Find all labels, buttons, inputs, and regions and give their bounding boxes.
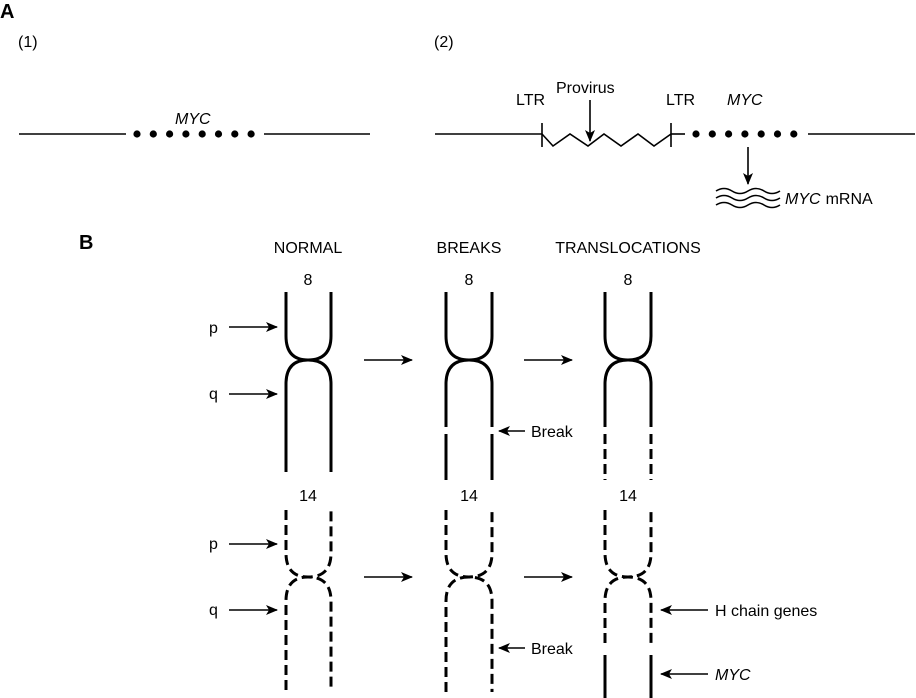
chr14-break-label: Break (531, 641, 574, 658)
chr8-number-translocations: 8 (624, 272, 633, 289)
chr14-p-label: p (209, 536, 218, 553)
panel-a-part-2: (2) LTR Provirus LTR MYC MYC mRNA (434, 34, 915, 209)
myc-gene-dots (133, 130, 255, 138)
chromosome-8-translocated (603, 292, 653, 480)
gene-dot (708, 130, 716, 138)
chr8-p-label: p (209, 320, 218, 337)
panel-a-label: A (0, 1, 14, 23)
chromosome-14-normal (284, 510, 333, 690)
gene-dot (214, 130, 223, 138)
chr14-number-translocations: 14 (619, 488, 637, 505)
part-2-label: (2) (434, 34, 454, 51)
myc-gene-dots (692, 130, 798, 138)
chr8-number-normal: 8 (304, 272, 313, 289)
ltr-left-label: LTR (516, 92, 545, 109)
chromosome-14-breaks (444, 510, 494, 692)
mrna-label: MYC mRNA (785, 191, 873, 208)
gene-dot (231, 130, 239, 138)
gene-dot (182, 130, 190, 138)
chr14-number-normal: 14 (299, 488, 317, 505)
mrna-gene: MYC (785, 191, 821, 208)
chr14-number-breaks: 14 (460, 488, 478, 505)
h-chain-genes-label: H chain genes (715, 603, 817, 620)
gene-dot (149, 130, 157, 138)
column-breaks-heading: BREAKS (437, 240, 502, 257)
gene-dot (247, 130, 255, 138)
column-translocations-heading: TRANSLOCATIONS (555, 240, 701, 257)
chr14-q-label: q (209, 602, 218, 619)
gene-dot (725, 130, 733, 138)
gene-dot (757, 130, 765, 138)
part-1-label: (1) (18, 34, 38, 51)
gene-dot (790, 130, 798, 138)
panel-a-part-1: (1) MYC (18, 34, 370, 138)
gene-dot (133, 130, 141, 138)
myc-translocated-label: MYC (715, 667, 751, 684)
provirus-label: Provirus (556, 80, 615, 97)
chromosome-8-breaks (444, 292, 494, 480)
gene-dot (166, 130, 174, 138)
provirus-zigzag (541, 133, 672, 148)
panel-b-label: B (79, 232, 93, 254)
column-normal-heading: NORMAL (274, 240, 343, 257)
mrna-waves-icon (715, 187, 781, 209)
part-2-myc-label: MYC (727, 92, 763, 109)
gene-dot (741, 130, 749, 138)
chromosome-14-translocated (603, 510, 653, 698)
gene-dot (692, 130, 700, 138)
chr8-number-breaks: 8 (465, 272, 474, 289)
gene-dot (773, 130, 782, 138)
chr8-break-label: Break (531, 424, 574, 441)
ltr-right-label: LTR (666, 92, 695, 109)
part-1-myc-label: MYC (175, 111, 211, 128)
mrna-suffix: mRNA (826, 191, 873, 208)
gene-dot (198, 130, 206, 138)
chromosome-8-normal (284, 292, 333, 472)
chr8-q-label: q (209, 386, 218, 403)
